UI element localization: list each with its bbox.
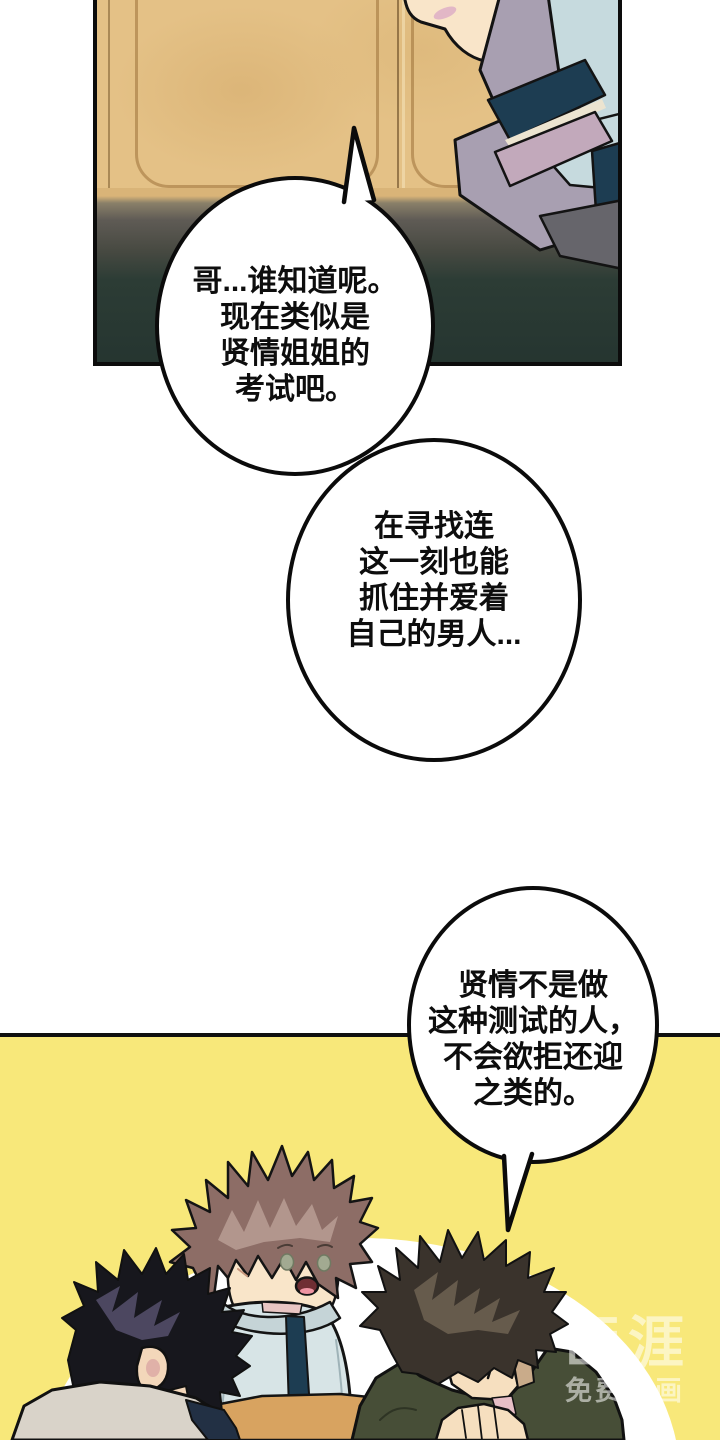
cabinet-door-gap-highlight bbox=[402, 0, 405, 200]
speech-bubble-1: 哥...谁知道呢。 现在类似是 贤情姐姐的 考试吧。 bbox=[155, 176, 435, 476]
bubble-text-line: 之类的。 bbox=[473, 1077, 593, 1110]
watermark-logo: 画涯 bbox=[565, 1311, 691, 1374]
speech-bubble-3: 贤情不是做 这种测试的人， 不会欲拒还迎 之类的。 bbox=[407, 886, 659, 1164]
right-boy-hair-highlight bbox=[414, 1272, 520, 1334]
cabinet-stile bbox=[108, 0, 110, 200]
bubble-text-line: 贤情不是做 bbox=[458, 969, 608, 1002]
speech-bubble-1-tail bbox=[341, 125, 377, 205]
right-boy-hands bbox=[434, 1402, 530, 1440]
character-left-boy bbox=[10, 1247, 253, 1440]
huaya-watermark: 画涯 免费漫画 bbox=[565, 1311, 691, 1407]
center-boy-eye-right bbox=[316, 1254, 332, 1272]
bubble-text-line: 现在类似是 bbox=[220, 301, 370, 334]
center-boy-eye-left bbox=[279, 1253, 295, 1271]
bubble-text-line: 这一刻也能 bbox=[359, 546, 509, 579]
right-boy-jacket-fold bbox=[379, 1407, 417, 1421]
panel-bottom-scene bbox=[0, 1033, 720, 1440]
center-boy-brow-left bbox=[277, 1243, 293, 1249]
person-gray-bottom bbox=[538, 198, 622, 271]
center-boy-hood-fold bbox=[212, 1300, 342, 1335]
left-boy-collar-navy bbox=[185, 1399, 241, 1440]
bubble-text-line: 考试吧。 bbox=[235, 373, 355, 406]
person-collar-pink bbox=[493, 110, 614, 188]
bubble-text-line: 哥...谁知道呢。 bbox=[192, 265, 398, 298]
person-illustration bbox=[403, 0, 622, 271]
speech-bubble-3-tail bbox=[501, 1151, 535, 1233]
speech-bubble-2: 在寻找连 这一刻也能 抓住并爱着 自己的男人... bbox=[286, 438, 582, 762]
bubble-text-line: 这种测试的人， bbox=[428, 1005, 638, 1038]
bubble-text-line: 自己的男人... bbox=[346, 618, 522, 651]
person-lips bbox=[433, 6, 457, 20]
characters-illustration bbox=[10, 1144, 626, 1440]
center-boy-collar-pink bbox=[261, 1301, 303, 1315]
center-boy-hair-highlight bbox=[218, 1198, 338, 1250]
bubble-text-line: 贤情姐姐的 bbox=[220, 337, 370, 370]
bubble-text-line: 抓住并爱着 bbox=[359, 582, 509, 615]
left-boy-ear-inner bbox=[146, 1359, 160, 1377]
right-boy-finger-lines bbox=[461, 1405, 499, 1440]
bubble-text-line: 在寻找连 bbox=[374, 510, 494, 543]
person-collar-navy bbox=[486, 58, 607, 142]
center-boy-tongue bbox=[300, 1288, 314, 1294]
center-boy-cheek-line bbox=[237, 1268, 248, 1277]
center-boy-brow-right bbox=[317, 1244, 333, 1248]
character-right-boy bbox=[350, 1229, 626, 1440]
cabinet-door-gap bbox=[397, 0, 399, 200]
watermark-tagline: 免费漫画 bbox=[565, 1376, 685, 1406]
left-boy-hair-highlight bbox=[96, 1286, 180, 1340]
person-collar-piping bbox=[505, 99, 606, 149]
bubble-text-line: 不会欲拒还迎 bbox=[443, 1041, 623, 1074]
